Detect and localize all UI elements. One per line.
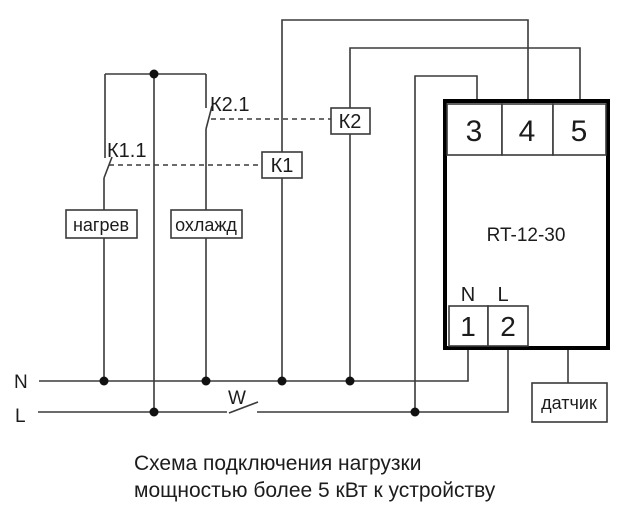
terminal-n-label: N [461,284,475,306]
terminal-2-box [487,305,529,347]
caption-line-1: Схема подключения нагрузки [134,452,421,475]
coil-k2-label: К2 [339,111,362,133]
switch-w-blade [228,401,259,414]
relay-coil-k1-box [261,151,303,179]
terminal-4-box [501,103,554,156]
heater-load-box [65,209,138,239]
sensor-label: датчик [541,393,597,413]
relay-coil-k2-box [330,107,371,135]
wire-n-bus [39,346,469,382]
device-model-label: RT-12-30 [487,225,566,246]
terminal-5-box [552,103,607,156]
junction-dot [410,407,420,417]
wire-l-to-terminal3 [414,75,478,412]
wire-k2-to-terminal5 [349,47,581,108]
terminal-4-label: 4 [519,115,536,148]
junction-dot [149,69,159,79]
cooler-load-box [170,209,243,239]
cooler-label: охлажд [175,215,237,235]
junction-dot [345,376,355,386]
wire-l-bus-right [257,346,509,413]
contact-k21-label: К2.1 [210,94,249,116]
terminal-2-label: 2 [500,311,516,342]
terminal-l-label: L [497,284,508,306]
contact-k11-label: К1.1 [107,140,146,162]
junction-dot [277,376,287,386]
heater-label: нагрев [73,215,129,235]
contact-k21-blade [205,105,213,130]
coil-k1-label: К1 [271,155,294,177]
junction-dot [99,376,109,386]
caption-line-2: мощностью более 5 кВт к устройству [134,479,496,502]
contact-k11-blade [103,156,113,179]
n-bus-label: N [14,372,28,393]
junction-dot [201,376,211,386]
w-switch-label: W [228,388,246,409]
junction-dot [149,407,159,417]
terminal-1-label: 1 [460,311,476,342]
terminal-3-label: 3 [466,115,483,148]
wire-k1-to-terminal4 [281,19,529,152]
terminal-5-label: 5 [571,115,588,148]
l-bus-label: L [15,406,26,427]
sensor-box [531,382,608,423]
terminal-1-box [448,305,489,347]
